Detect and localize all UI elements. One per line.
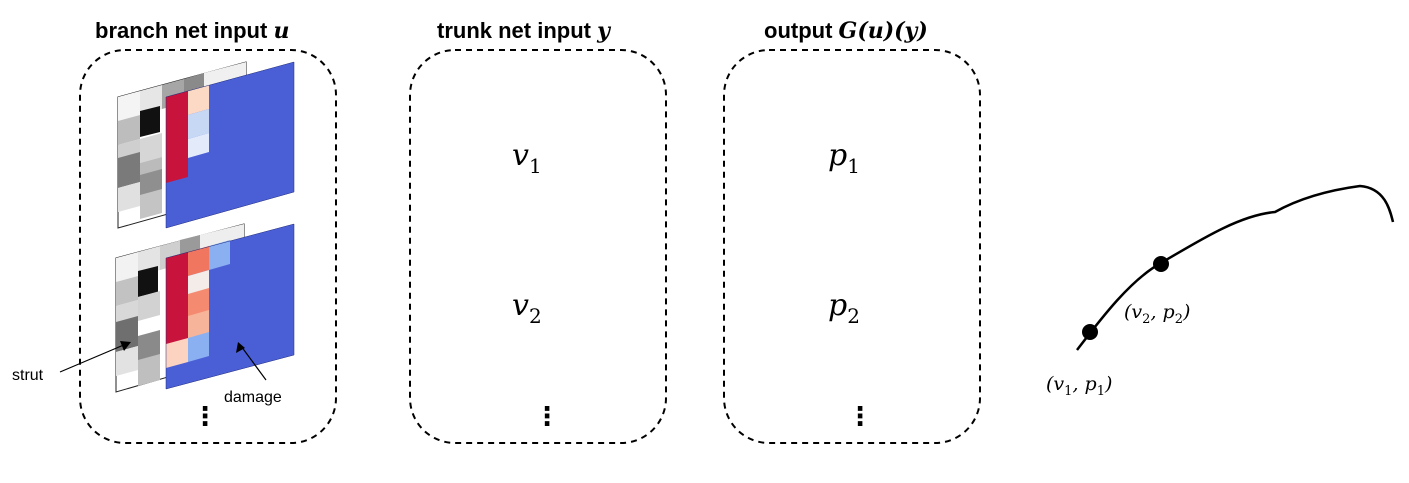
strut-label: strut — [12, 367, 44, 384]
output-ellipsis: ⋮ — [847, 402, 873, 432]
curve-point-1 — [1082, 324, 1098, 340]
trunk-header-text: trunk net input — [437, 18, 597, 43]
branch-sample-1 — [117, 61, 295, 229]
trunk-v2: v2 — [512, 288, 542, 328]
branch-ellipsis: ⋮ — [192, 402, 218, 432]
curve-point-1-label: (v1, p1) — [1046, 373, 1112, 399]
output-curve — [1076, 184, 1395, 351]
output-header-var: G(u)(y) — [839, 18, 928, 44]
damage-annotation: damage — [224, 342, 282, 406]
trunk-v1: v1 — [512, 138, 542, 178]
output-p1: p1 — [828, 138, 860, 178]
curve-point-2-label: (v2, p2) — [1124, 301, 1190, 327]
branch-sample-2 — [115, 223, 295, 393]
strut-annotation: strut — [12, 341, 131, 384]
output-header: output G(u)(y) — [764, 18, 928, 44]
output-header-text: output — [764, 18, 839, 43]
branch-header-text: branch net input — [95, 18, 273, 43]
branch-box — [79, 49, 337, 444]
output-p2: p2 — [828, 288, 860, 328]
trunk-box — [409, 49, 667, 444]
output-box — [723, 49, 981, 444]
trunk-ellipsis: ⋮ — [534, 402, 560, 432]
trunk-header-var: y — [596, 18, 612, 44]
damage-map-1 — [165, 61, 295, 229]
damage-label: damage — [224, 389, 282, 406]
trunk-header: trunk net input y — [437, 18, 612, 44]
branch-header-var: u — [273, 18, 289, 44]
branch-header: branch net input u — [95, 18, 289, 44]
damage-map-2 — [165, 223, 295, 390]
curve-point-2 — [1153, 256, 1169, 272]
